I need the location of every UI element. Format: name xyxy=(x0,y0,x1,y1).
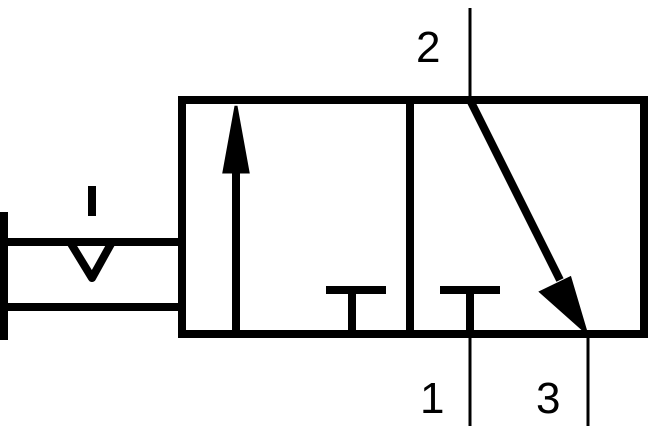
flow-arrow-up-head xyxy=(222,105,250,174)
left-envelope-internals xyxy=(232,168,386,334)
right-envelope-internals xyxy=(440,98,564,334)
port-lines xyxy=(468,8,590,426)
detent-notch xyxy=(66,239,116,282)
port-1-label: 1 xyxy=(420,374,444,423)
port-3-label: 3 xyxy=(536,374,560,423)
port-2-label: 2 xyxy=(416,23,440,72)
flow-arrow-diagonal-head xyxy=(538,275,589,337)
flow-arrow-diagonal-shaft xyxy=(466,98,564,282)
pushbutton-actuator xyxy=(0,186,178,340)
valve-body xyxy=(178,96,648,338)
